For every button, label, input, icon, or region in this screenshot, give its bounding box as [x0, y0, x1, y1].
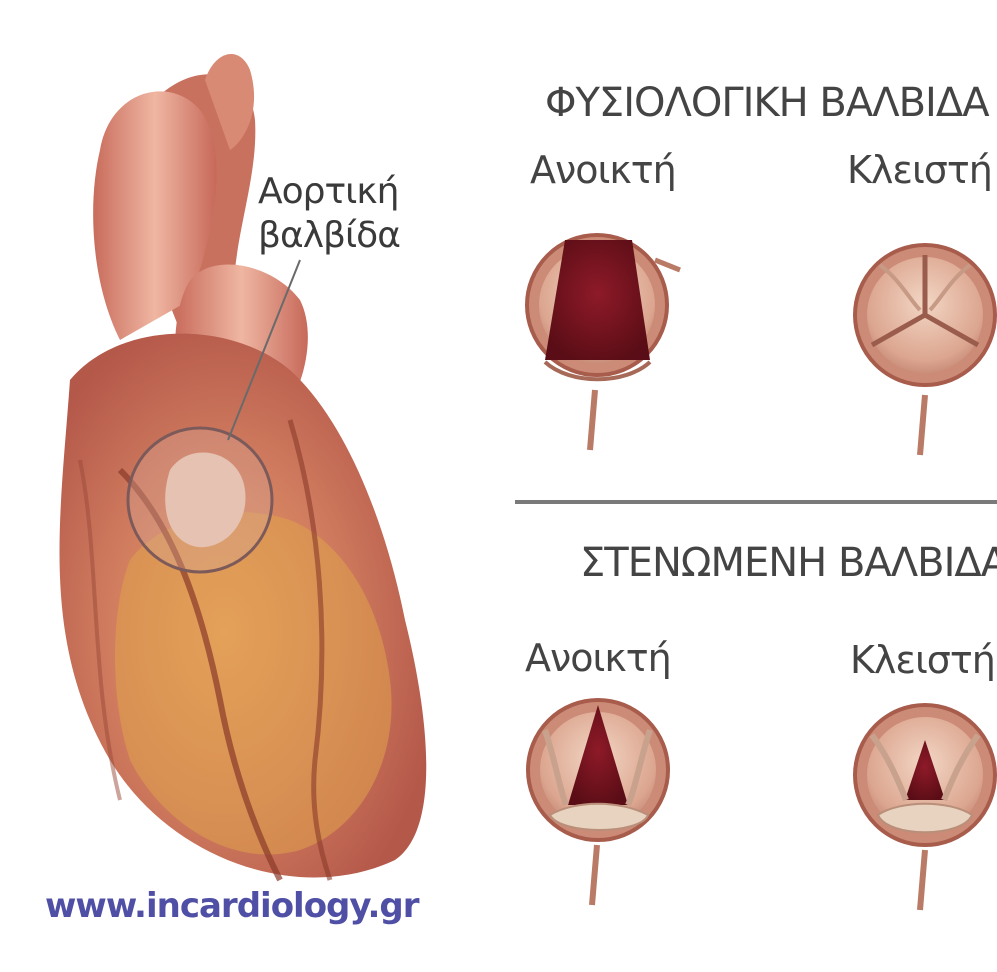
aortic-valve-label-line2: βαλβίδα: [258, 214, 400, 258]
stenotic-valve-heading: ΣΤΕΝΩΜΕΝΗ ΒΑΛΒΙΔΑ: [580, 540, 997, 586]
stenotic-closed-valve: [855, 705, 995, 910]
normal-open-valve: [527, 235, 680, 450]
stenotic-closed-label: Κλειστή: [850, 638, 995, 682]
normal-closed-valve: [855, 245, 995, 455]
normal-valve-heading: ΦΥΣΙΟΛΟΓΙΚΗ ΒΑΛΒΙΔΑ: [545, 80, 989, 126]
aortic-valve-label-line1: Αορτική: [258, 170, 400, 214]
website-watermark: www.incardiology.gr: [45, 886, 418, 926]
stenotic-open-valve: [528, 700, 668, 905]
stenotic-open-label: Ανοικτή: [525, 636, 671, 680]
normal-open-label: Ανοικτή: [530, 148, 676, 192]
normal-closed-label: Κλειστή: [847, 148, 992, 192]
aortic-valve-label: Αορτική βαλβίδα: [258, 170, 400, 258]
